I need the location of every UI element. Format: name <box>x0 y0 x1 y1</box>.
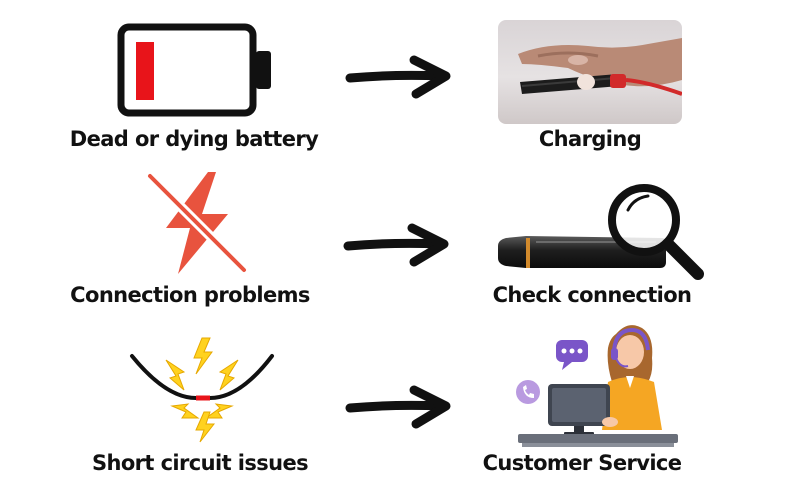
short-circuit-icon <box>126 334 278 443</box>
solution-label-3: Customer Service <box>482 451 682 475</box>
charging-photo <box>498 20 682 124</box>
customer-service-agent-illustration <box>512 318 682 448</box>
solution-label-2: Check connection <box>492 283 692 307</box>
no-power-bolt-icon <box>144 170 250 276</box>
arrow-right-icon <box>345 384 454 430</box>
problem-label-3: Short circuit issues <box>91 451 309 475</box>
problem-label-1: Dead or dying battery <box>69 127 319 151</box>
magnifying-glass-icon <box>604 180 706 282</box>
arrow-right-icon <box>345 54 454 100</box>
solution-label-1: Charging <box>538 127 642 151</box>
problem-label-2: Connection problems <box>70 283 310 307</box>
dead-battery-icon <box>117 23 274 118</box>
arrow-right-icon <box>343 222 452 268</box>
